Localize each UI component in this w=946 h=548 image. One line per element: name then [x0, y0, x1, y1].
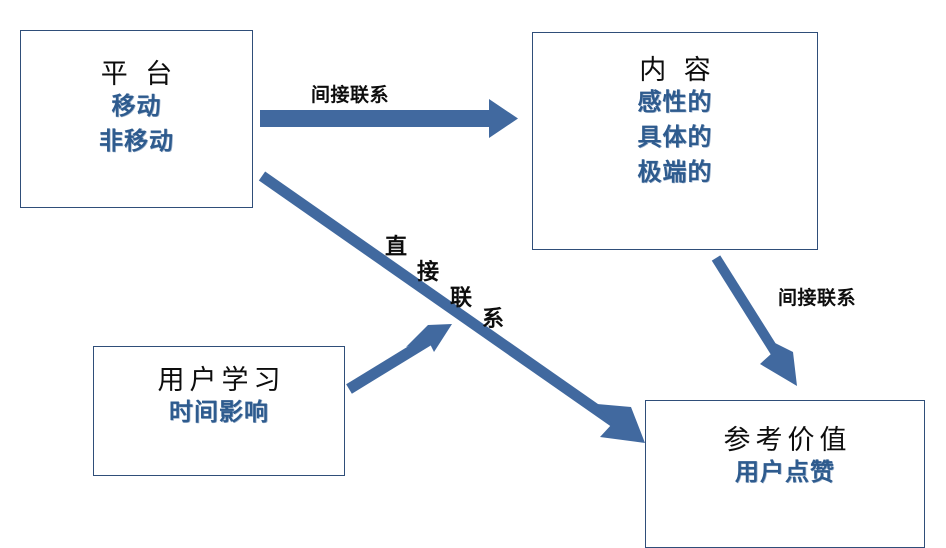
- node-content-line-1: 感性的: [637, 89, 713, 117]
- node-platform-title: 平 台: [100, 59, 178, 89]
- edge-label-char-2: 接: [417, 259, 440, 284]
- node-content-title: 内 容: [639, 55, 716, 85]
- node-user-learning-title: 用户学习: [157, 365, 286, 395]
- node-content-line-2: 具体的: [637, 123, 713, 151]
- edge-label-char-1: 直: [385, 234, 408, 259]
- arrow-learning-to-direct-link: [346, 324, 452, 394]
- node-user-learning[interactable]: 用户学习 时间影响: [93, 346, 345, 476]
- edge-label-char-4: 系: [482, 306, 505, 331]
- arrow-content-to-reference: [711, 255, 797, 386]
- node-reference-value-line-1: 用户点赞: [735, 459, 835, 487]
- edge-label-content-to-reference: 间接联系: [778, 288, 857, 309]
- edge-label-platform-to-content: 间接联系: [311, 85, 390, 106]
- node-user-learning-line-1: 时间影响: [169, 399, 269, 427]
- node-platform-line-1: 移动: [111, 93, 162, 121]
- node-platform[interactable]: 平 台 移动 非移动: [20, 30, 253, 208]
- node-reference-value-title: 参考价值: [723, 425, 852, 455]
- node-content-line-3: 极端的: [637, 158, 713, 186]
- edge-label-char-3: 联: [450, 285, 473, 310]
- node-platform-line-2: 非移动: [99, 127, 174, 155]
- node-content[interactable]: 内 容 感性的 具体的 极端的: [532, 32, 818, 250]
- node-reference-value[interactable]: 参考价值 用户点赞: [645, 400, 925, 548]
